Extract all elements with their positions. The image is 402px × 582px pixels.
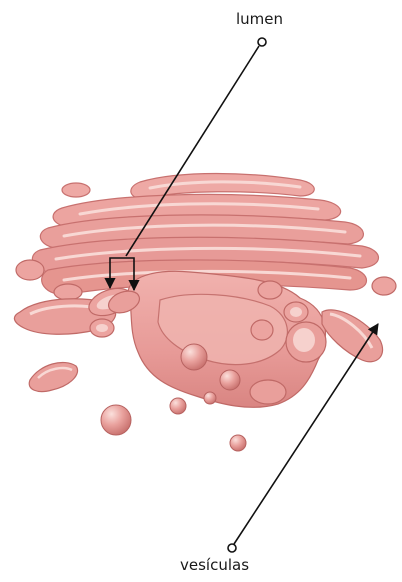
left-vesicle-top	[16, 260, 44, 280]
lumen-label: lumen	[236, 10, 283, 28]
right-vesicle-top	[372, 277, 396, 295]
vesicle	[170, 398, 186, 414]
right-bulb	[250, 380, 286, 404]
vesicles-label: vesículas	[180, 556, 249, 574]
left-lower-cisterna	[29, 362, 77, 391]
vesicle	[204, 392, 216, 404]
vesicle	[220, 370, 240, 390]
vesicles-leader-anchor	[228, 544, 236, 552]
right-small-vesicle	[258, 281, 282, 299]
vesicle	[181, 344, 207, 370]
lumen-leader-anchor	[258, 38, 266, 46]
vesicle	[230, 435, 246, 451]
left-vesicle-mid	[54, 284, 82, 300]
right-flat-cisterna	[322, 310, 383, 362]
small-vesicle	[62, 183, 90, 197]
right-small-sac	[251, 320, 273, 340]
vesicle	[101, 405, 131, 435]
